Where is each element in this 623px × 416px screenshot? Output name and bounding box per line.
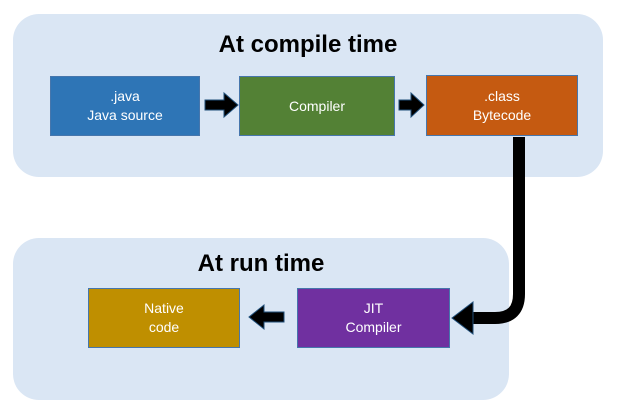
native-code-box-line1: Native [144, 300, 184, 316]
jit-compiler-box-line1: JIT [363, 300, 384, 316]
compiler-box: Compiler [239, 76, 395, 136]
java-source-box-line1: .java [110, 88, 140, 104]
java-source-box: .java Java source [50, 76, 200, 136]
class-bytecode-box-line2: Bytecode [472, 106, 532, 123]
jit-compiler-box-line2: Compiler [345, 319, 402, 335]
compiler-box-line1: Compiler [288, 97, 345, 114]
native-code-box: Native code [88, 288, 240, 348]
java-source-box-line2: Java source [87, 107, 163, 123]
jit-compiler-box: JIT Compiler [297, 288, 450, 348]
compile-time-title: At compile time [218, 31, 398, 58]
class-bytecode-box-line1: .class [484, 87, 520, 104]
run-time-title: At run time [197, 250, 325, 277]
native-code-box-line2: code [148, 319, 180, 335]
class-bytecode-box: .class Bytecode [426, 75, 578, 136]
